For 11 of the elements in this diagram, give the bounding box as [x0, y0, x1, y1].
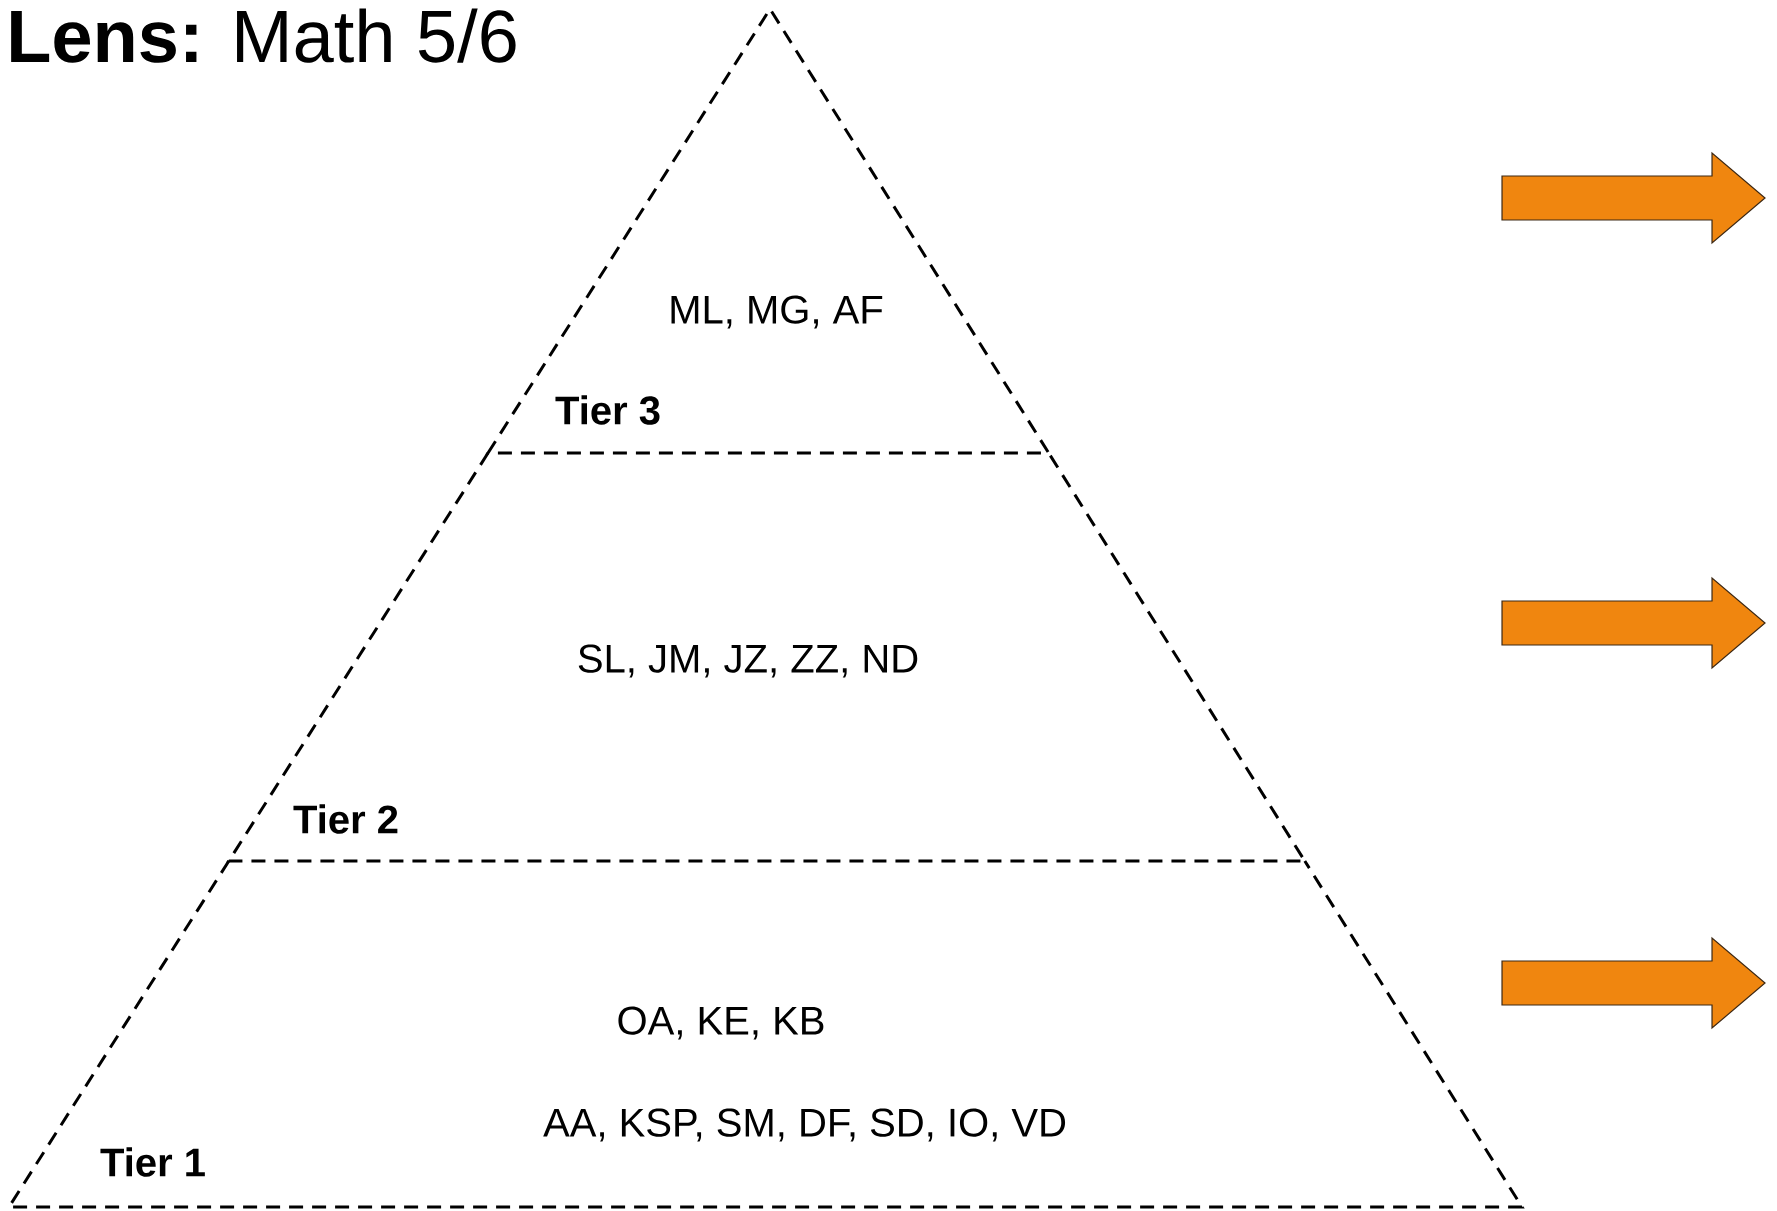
member-list: SL, JM, JZ, ZZ, ND — [578, 644, 918, 678]
member-list: OA, KE, KB — [618, 1006, 824, 1040]
title: Lens: Math 5/6 — [11, 8, 516, 63]
block-arrow — [1501, 576, 1766, 670]
tier-label: Tier 3 — [555, 395, 660, 425]
tier-label: Tier 2 — [293, 804, 398, 834]
member-list: AA, KSP, SM, DF, SD, IO, VD — [543, 1108, 1066, 1142]
block-arrow — [1501, 936, 1766, 1030]
member-list: ML, MG, AF — [671, 295, 883, 329]
block-arrow — [1501, 151, 1766, 245]
tier-label: Tier 1 — [100, 1147, 205, 1177]
